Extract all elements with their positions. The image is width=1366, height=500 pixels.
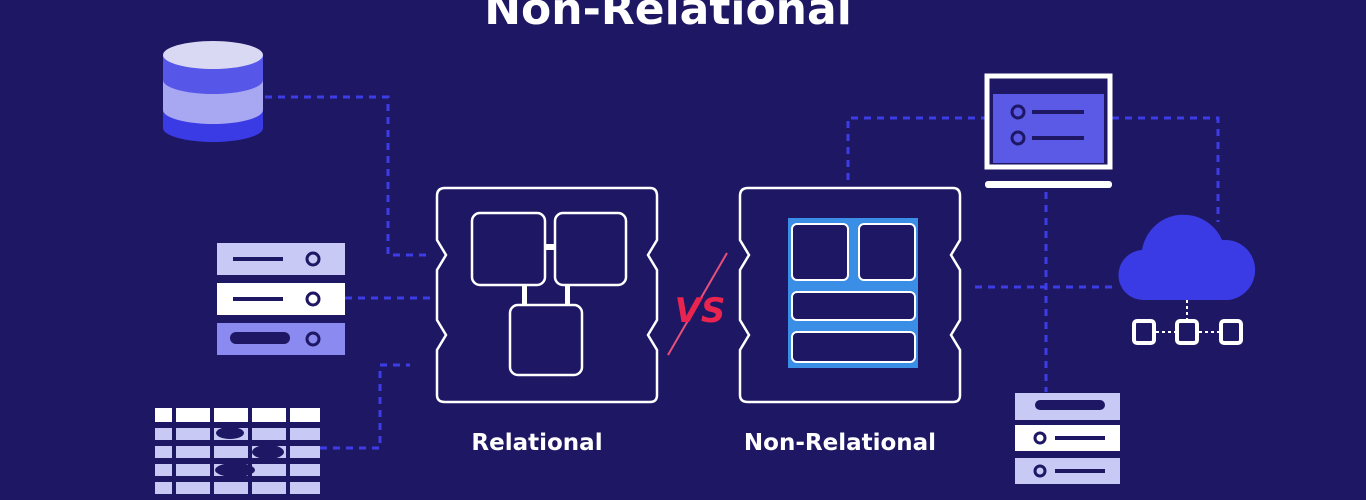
- vs-icon: VS: [667, 252, 728, 356]
- svg-text:VS: VS: [675, 291, 726, 331]
- non-relational-model: [738, 186, 962, 404]
- relational-model: [435, 186, 659, 404]
- connector-lines: [265, 95, 1220, 450]
- table-icon: [155, 400, 320, 500]
- relational-label: Relational: [471, 430, 602, 456]
- server-stack-icon-right: [1015, 393, 1120, 484]
- server-stack-icon: [217, 243, 345, 355]
- cloud-network-icon: [1118, 214, 1256, 345]
- monitor-icon: [984, 73, 1113, 188]
- database-icon: [163, 41, 263, 142]
- page-title: Non-Relational: [484, 0, 852, 35]
- non-relational-label: Non-Relational: [744, 430, 936, 456]
